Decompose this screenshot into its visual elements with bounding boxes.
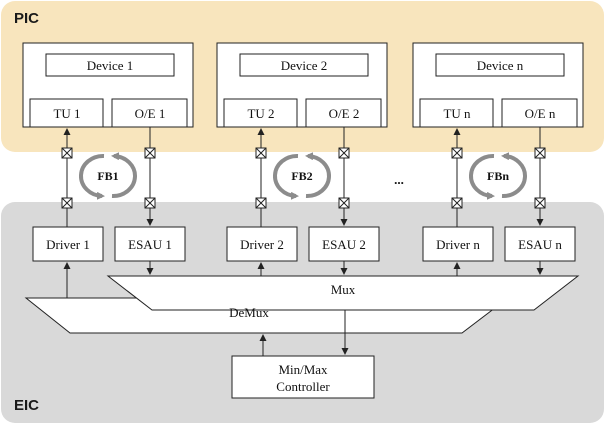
tu-label-n: TU n — [443, 106, 471, 121]
coupler-icon — [451, 197, 463, 209]
coupler-icon — [338, 147, 350, 159]
driver-box-n — [422, 226, 494, 262]
oe-box-2 — [305, 98, 382, 128]
coupler-icon — [61, 147, 73, 159]
demux-label: DeMux — [229, 305, 269, 320]
coupler-icon — [534, 197, 546, 209]
coupler-icon — [534, 147, 546, 159]
min-max-controller-box — [231, 355, 375, 399]
ellipsis-label: ... — [394, 172, 404, 187]
coupler-icon — [451, 147, 463, 159]
feedback-label-1: FB1 — [97, 169, 118, 183]
device-label-1: Device 1 — [87, 58, 134, 73]
controller-label-line2: Controller — [276, 379, 330, 394]
device-label-n: Device n — [477, 58, 524, 73]
tu-box-n — [419, 98, 494, 128]
driver-box-1 — [32, 226, 104, 262]
driver-label-2: Driver 2 — [240, 237, 284, 252]
feedback-label-n: FBn — [487, 169, 509, 183]
feedback-loop-icon — [273, 152, 331, 200]
oe-label-n: O/E n — [525, 106, 556, 121]
device-label-box-n — [435, 53, 565, 77]
coupler-icon — [144, 147, 156, 159]
oe-label-2: O/E 2 — [329, 106, 360, 121]
esau-label-n: ESAU n — [518, 237, 562, 252]
driver-label-n: Driver n — [436, 237, 480, 252]
coupler-icon — [338, 197, 350, 209]
oe-box-n — [501, 98, 578, 128]
coupler-icon — [61, 197, 73, 209]
tu-label-1: TU 1 — [53, 106, 80, 121]
eic-region-label: EIC — [14, 397, 39, 414]
device-label-box-2 — [239, 53, 369, 77]
coupler-icon — [255, 197, 267, 209]
mux-label: Mux — [331, 282, 356, 297]
coupler-icon — [255, 147, 267, 159]
mux-block — [106, 275, 580, 311]
esau-label-2: ESAU 2 — [322, 237, 366, 252]
driver-label-1: Driver 1 — [46, 237, 90, 252]
device-group-2: Device 2 TU 2 O/E 2 Driver 2 ESAU 2 FB2 — [216, 42, 388, 298]
esau-label-1: ESAU 1 — [128, 237, 172, 252]
feedback-label-2: FB2 — [291, 169, 312, 183]
device-label-2: Device 2 — [281, 58, 328, 73]
tu-box-2 — [223, 98, 298, 128]
feedback-loop-icon — [79, 152, 137, 200]
coupler-icon — [144, 197, 156, 209]
device-group-n: Device n TU n O/E n Driver n ESAU n FBn — [412, 42, 584, 298]
device-group-1: Device 1 TU 1 O/E 1 Driver 1 ESAU 1 FB1 — [22, 42, 194, 298]
device-label-box-1 — [45, 53, 175, 77]
feedback-loop-icon — [469, 152, 527, 200]
pic-region-label: PIC — [14, 10, 39, 27]
tu-label-2: TU 2 — [247, 106, 274, 121]
esau-box-2 — [308, 226, 380, 262]
driver-box-2 — [226, 226, 298, 262]
esau-box-1 — [114, 226, 186, 262]
controller-label-line1: Min/Max — [278, 362, 328, 377]
tu-box-1 — [29, 98, 104, 128]
oe-label-1: O/E 1 — [135, 106, 166, 121]
oe-box-1 — [111, 98, 188, 128]
